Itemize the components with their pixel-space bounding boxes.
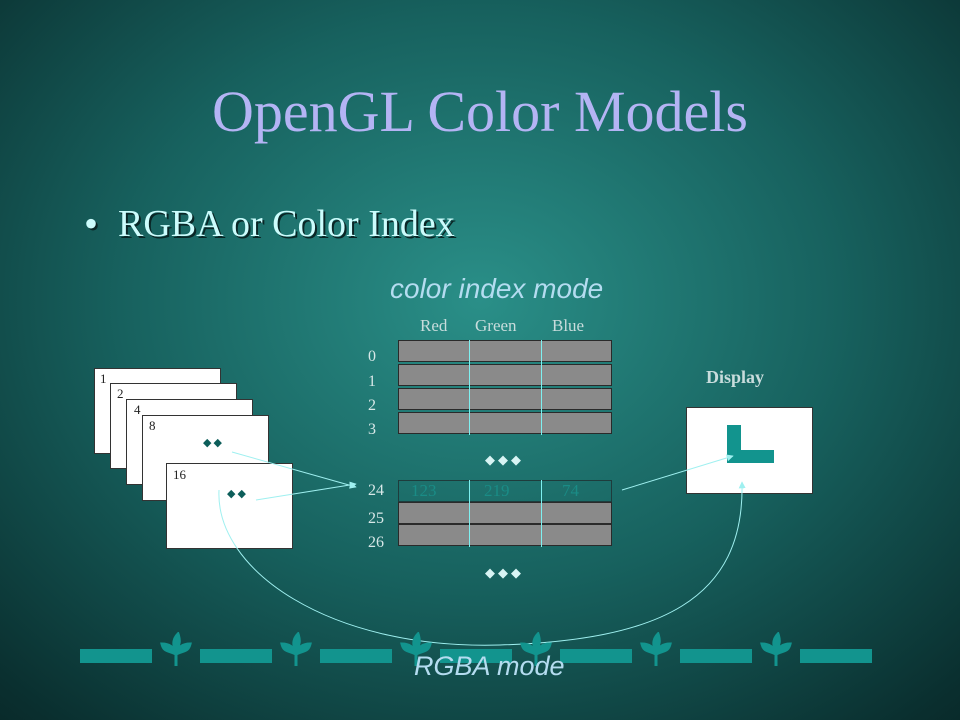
pixel-dots: ◆◆: [203, 437, 224, 449]
leaf-icon: [640, 632, 672, 666]
ellipsis-diamonds: ◆◆◆: [485, 452, 524, 467]
bitplane-number: 1: [100, 371, 107, 386]
row24-green-value: 219: [484, 481, 510, 500]
arrow-table-to-display: [621, 454, 734, 491]
ellipsis-diamonds: ◆◆◆: [485, 565, 524, 580]
pixel-dots: ◆◆: [227, 488, 248, 500]
footer-bar: [800, 649, 872, 663]
table-row-24: [398, 480, 612, 502]
bitplane-number: 8: [149, 418, 156, 433]
table-row: [398, 524, 612, 546]
leaf-icon: [760, 632, 792, 666]
index-label-25: 25: [368, 510, 384, 527]
leaf-icon: [520, 632, 552, 666]
column-divider: [541, 480, 542, 547]
arrow-plane16-to-table: [255, 481, 357, 501]
index-label-1: 1: [368, 373, 376, 390]
slide-title: OpenGL Color Models: [212, 79, 748, 144]
bitplane-number: 16: [173, 467, 186, 482]
table-row: [398, 364, 612, 386]
footer-bar: [200, 649, 272, 663]
display-box: [686, 407, 813, 494]
display-label: Display: [706, 367, 765, 387]
footer-bar: [320, 649, 392, 663]
table-row: [398, 412, 612, 434]
arrow-plane8-to-table: [231, 451, 357, 489]
color-index-mode-label: color index mode: [390, 273, 604, 304]
rgba-mode-label: RGBA mode: [414, 651, 565, 681]
rgba-mode-curve: [218, 481, 746, 646]
bullet-text: RGBA or Color Index: [118, 203, 455, 245]
index-label-24: 24: [368, 482, 384, 499]
column-header-blue: Blue: [552, 316, 585, 335]
column-header-green: Green: [475, 316, 517, 335]
table-row: [398, 340, 612, 362]
l-shape-icon: [727, 425, 774, 463]
leaf-icon: [160, 632, 192, 666]
index-label-26: 26: [368, 534, 384, 551]
column-divider: [541, 340, 542, 435]
footer-bar: [560, 649, 632, 663]
bitplane-number: 2: [117, 386, 124, 401]
footer-bar: [680, 649, 752, 663]
column-header-red: Red: [420, 316, 448, 335]
bullet-dot: •: [84, 201, 99, 246]
table-row: [398, 388, 612, 410]
index-label-3: 3: [368, 421, 376, 438]
column-divider: [469, 480, 470, 547]
row24-red-value: 123: [411, 481, 437, 500]
footer-bar: [80, 649, 152, 663]
column-divider: [469, 340, 470, 435]
table-row: [398, 502, 612, 524]
bitplane-number: 4: [134, 402, 141, 417]
leaf-icon: [280, 632, 312, 666]
footer-bar: [440, 649, 512, 663]
row24-blue-value: 74: [562, 481, 579, 500]
index-label-0: 0: [368, 348, 376, 365]
index-label-2: 2: [368, 397, 376, 414]
leaf-icon: [400, 632, 432, 666]
